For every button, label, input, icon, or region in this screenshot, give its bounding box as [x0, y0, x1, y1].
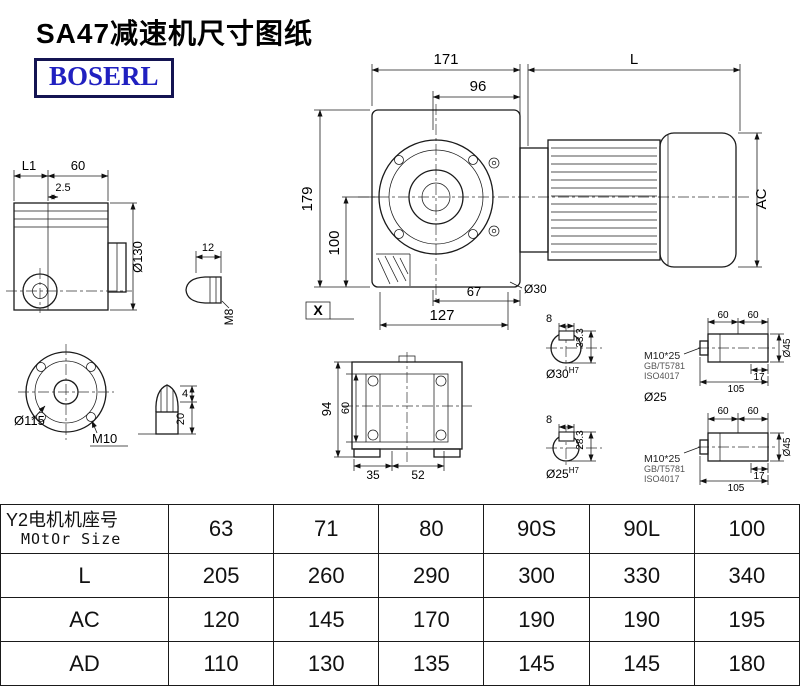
keyway-depth-upper: 33.3 — [575, 328, 586, 348]
dim-127: 127 — [429, 307, 454, 324]
table-cell: 90L — [588, 504, 695, 554]
row-label: L — [0, 553, 169, 598]
motor-size-header-cell: Y2电机机座号 MOtOr Size — [0, 504, 169, 554]
boserl-logo: BOSERL — [34, 58, 174, 98]
dim-60-left-upper: 60 — [717, 310, 729, 321]
m8-plug-detail: 12 M8 — [185, 242, 236, 325]
bottom-view: 94 60 35 52 — [319, 352, 472, 482]
shaft-section-upper: 8 33.3 Ø30H7 60 60 M10*25 GB/T5781 ISO40… — [546, 310, 793, 395]
table-cell: 63 — [167, 504, 275, 554]
dim-phi45-lower: Ø45 — [782, 437, 793, 456]
vent-plug-detail: 4 20 — [138, 384, 197, 435]
table-cell: 180 — [693, 641, 800, 686]
dim-phi115: Ø115 — [14, 413, 45, 428]
detail-label-x: X — [313, 302, 323, 318]
dim-4: 4 — [182, 388, 188, 400]
table-cell: 330 — [588, 553, 695, 598]
dim-94: 94 — [319, 402, 334, 416]
dim-L: L — [630, 51, 638, 68]
dim-60-bottom: 60 — [340, 402, 352, 414]
table-cell: 195 — [693, 597, 800, 642]
side-view: L1 60 2.5 Ø130 — [6, 158, 145, 313]
dim-35: 35 — [366, 468, 380, 482]
motor-size-table: Y2电机机座号 MOtOr Size 63 71 80 90S 90L 100 … — [0, 504, 800, 686]
flange-view: Ø115 M10 — [14, 344, 128, 447]
dim-17-upper: 17 — [753, 372, 765, 383]
dim-96: 96 — [470, 78, 487, 95]
table-cell: 145 — [483, 641, 590, 686]
page-title: SA47减速机尺寸图纸 — [36, 18, 314, 49]
screw-spec-upper: M10*25 — [644, 350, 680, 362]
table-cell: 170 — [378, 597, 485, 642]
dim-L1: L1 — [22, 158, 36, 173]
table-cell: 100 — [693, 504, 800, 554]
dim-60-left-lower: 60 — [717, 406, 729, 417]
table-cell: 145 — [588, 641, 695, 686]
dim-105-upper: 105 — [728, 384, 745, 395]
dim-67: 67 — [467, 284, 481, 299]
dim-AC: AC — [753, 188, 770, 209]
table-cell: 71 — [273, 504, 380, 554]
dim-60-side: 60 — [71, 158, 85, 173]
table-cell: 90S — [483, 504, 590, 554]
row-label: AC — [0, 597, 169, 642]
bore-label-lower: Ø25H7 — [546, 466, 579, 481]
dim-60-right-lower: 60 — [747, 406, 759, 417]
table-cell: 260 — [273, 553, 380, 598]
table-cell: 80 — [378, 504, 485, 554]
technical-drawing: 171 L 96 179 100 AC 67 Ø30 127 X — [6, 51, 793, 494]
table-cell: 120 — [167, 597, 275, 642]
table-cell: 300 — [483, 553, 590, 598]
bore-label-30: Ø30 — [524, 282, 547, 296]
dim-20: 20 — [175, 413, 187, 425]
dim-17-lower: 17 — [753, 471, 765, 482]
motor-size-header-en: MOtOr Size — [21, 529, 122, 548]
table-header-row: Y2电机机座号 MOtOr Size 63 71 80 90S 90L 100 — [0, 504, 800, 554]
dim-52: 52 — [411, 468, 425, 482]
bore-tolerance: H7 — [569, 466, 580, 475]
dim-105-lower: 105 — [728, 483, 745, 494]
screw-spec-lower: M10*25 — [644, 453, 680, 465]
standard-gb-lower: GB/T5781 — [644, 464, 685, 474]
table-row-AD: AD 110 130 135 145 145 180 — [0, 641, 800, 686]
table-cell: 145 — [273, 597, 380, 642]
shaft-lower-label: Ø25 — [644, 390, 667, 404]
dim-171: 171 — [433, 51, 458, 68]
table-cell: 205 — [167, 553, 275, 598]
bore-label-upper: Ø30H7 — [546, 366, 579, 381]
standard-gb-upper: GB/T5781 — [644, 361, 685, 371]
keyway-width-upper: 8 — [546, 313, 552, 325]
table-cell: 190 — [588, 597, 695, 642]
shaft-section-lower: Ø25 8 28.3 Ø25H7 60 60 M10*25 GB/T5781 I… — [546, 390, 793, 494]
bore-tolerance: H7 — [569, 366, 580, 375]
thread-M8: M8 — [222, 308, 236, 325]
keyway-depth-lower: 28.3 — [575, 430, 586, 450]
table-cell: 340 — [693, 553, 800, 598]
table-row-AC: AC 120 145 170 190 190 195 — [0, 597, 800, 642]
table-cell: 190 — [483, 597, 590, 642]
table-cell: 290 — [378, 553, 485, 598]
standard-iso-upper: ISO4017 — [644, 371, 680, 381]
row-label: AD — [0, 641, 169, 686]
table-cell: 130 — [273, 641, 380, 686]
dim-60-right-upper: 60 — [747, 310, 759, 321]
dim-phi130: Ø130 — [130, 241, 145, 273]
bore-value: Ø30 — [546, 367, 569, 381]
motor-size-header-cn: Y2电机机座号 — [6, 510, 119, 531]
thread-M10: M10 — [92, 431, 117, 446]
dim-phi45-upper: Ø45 — [782, 338, 793, 357]
dim-100: 100 — [326, 230, 343, 255]
table-cell: 135 — [378, 641, 485, 686]
dim-179: 179 — [299, 186, 316, 211]
bore-value: Ø25 — [546, 467, 569, 481]
table-row-L: L 205 260 290 300 330 340 — [0, 553, 800, 598]
front-view: 171 L 96 179 100 AC 67 Ø30 127 X — [299, 51, 770, 330]
dim-2-5: 2.5 — [55, 182, 70, 194]
dim-12: 12 — [202, 242, 214, 254]
table-cell: 110 — [167, 641, 275, 686]
keyway-width-lower: 8 — [546, 414, 552, 426]
standard-iso-lower: ISO4017 — [644, 474, 680, 484]
